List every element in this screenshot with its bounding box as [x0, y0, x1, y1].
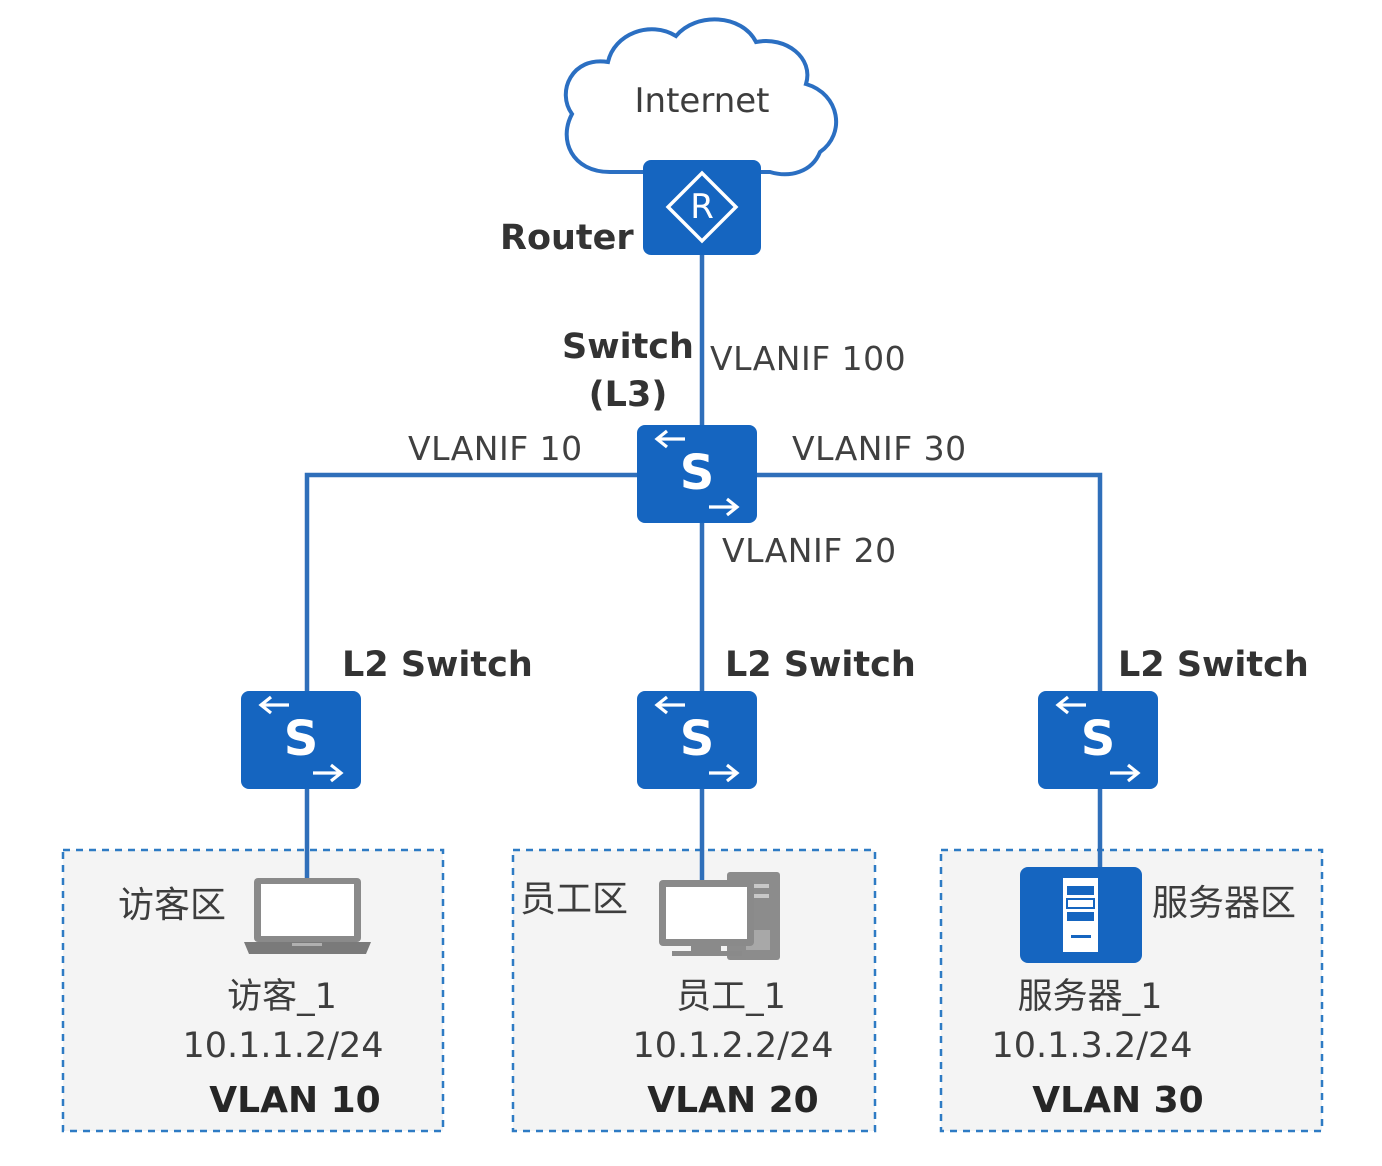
core-switch-icon	[637, 425, 757, 523]
vlan-label-guest: VLAN 10	[209, 1080, 381, 1121]
link-right-vlanif-label: VLANIF 30	[792, 429, 967, 468]
host-ip-server: 10.1.3.2/24	[991, 1026, 1193, 1066]
link-left-vlanif-label: VLANIF 10	[408, 429, 583, 468]
laptop-icon	[244, 878, 371, 954]
router-icon-letter: R	[690, 187, 714, 227]
internet-label: Internet	[634, 81, 770, 121]
link-core-left	[304, 472, 640, 692]
host-name-staff: 员工_1	[676, 977, 786, 1017]
l2-switch-right-label: L2 Switch	[1118, 645, 1309, 685]
vlan-label-staff: VLAN 20	[647, 1080, 819, 1121]
internet-cloud-icon	[563, 17, 838, 177]
l2-switch-left-icon-letter: S	[283, 711, 319, 767]
host-name-guest: 访客_1	[227, 977, 337, 1017]
host-ip-staff: 10.1.2.2/24	[632, 1026, 834, 1066]
l2-switch-left-label: L2 Switch	[342, 645, 533, 685]
router-icon	[643, 160, 761, 255]
l2-switch-middle-label: L2 Switch	[725, 645, 916, 685]
zone-label-server: 服务器区	[1152, 883, 1297, 924]
desktop-pc-icon	[659, 872, 780, 960]
zone-label-guest: 访客区	[118, 885, 227, 926]
zone-label-staff: 员工区	[520, 879, 629, 920]
link-core-right	[757, 472, 1103, 692]
l2-switch-right-icon-letter: S	[1080, 711, 1116, 767]
host-name-server: 服务器_1	[1017, 977, 1163, 1017]
core-switch-icon-letter: S	[679, 445, 715, 501]
network-links	[304, 255, 1103, 882]
l2-switch-right-icon	[1038, 691, 1158, 789]
uplink-vlanif-label: VLANIF 100	[710, 339, 907, 378]
l2-switch-middle-icon	[637, 691, 757, 789]
link-middle-vlanif-label: VLANIF 20	[722, 531, 897, 570]
vlan-label-server: VLAN 30	[1032, 1080, 1204, 1121]
l2-switch-middle-icon-letter: S	[679, 711, 715, 767]
server-icon	[1020, 867, 1142, 963]
core-switch-label-line1: Switch	[562, 327, 694, 367]
zone-box-guest	[61, 848, 445, 1133]
router-label: Router	[500, 218, 634, 258]
core-switch-label-line2: (L3)	[588, 375, 668, 415]
host-ip-guest: 10.1.1.2/24	[182, 1026, 384, 1066]
l2-switch-left-icon	[241, 691, 361, 789]
